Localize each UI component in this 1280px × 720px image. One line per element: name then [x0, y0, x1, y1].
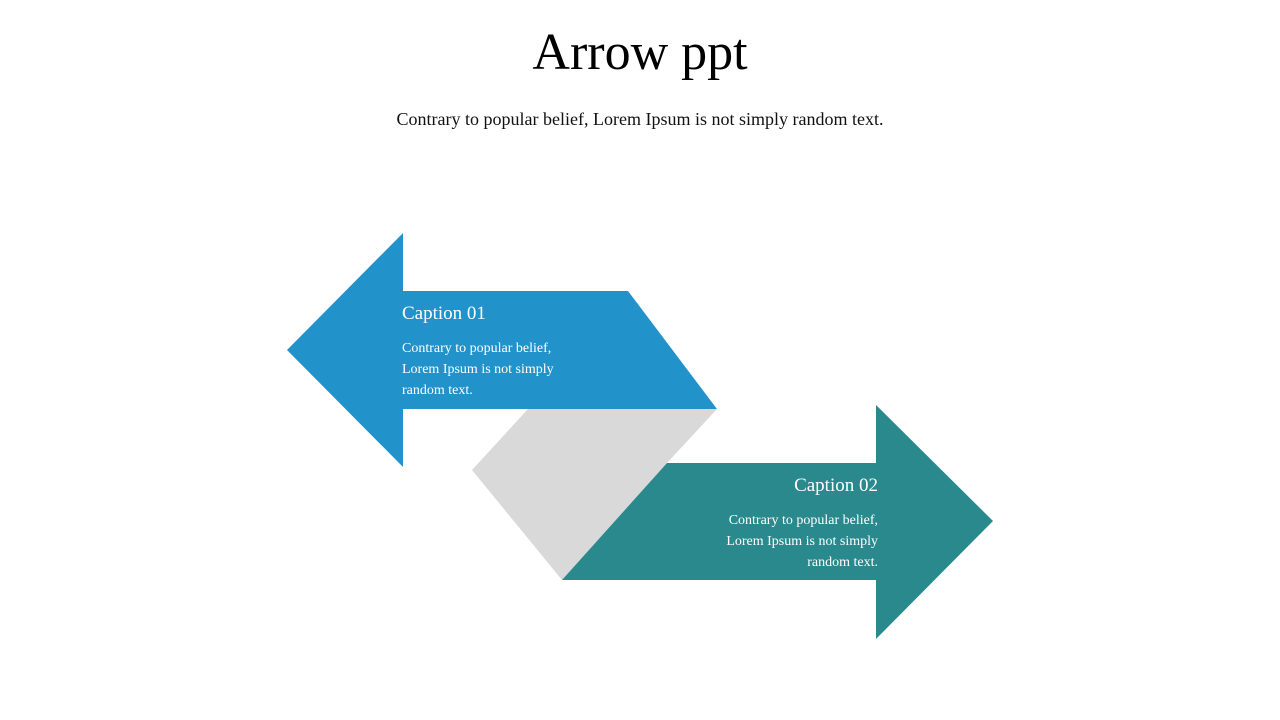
caption-02-body: Contrary to popular belief, Lorem Ipsum … [688, 510, 878, 573]
right-arrow-shape [562, 405, 993, 639]
caption-02-line: Lorem Ipsum is not simply [726, 533, 878, 549]
caption-02-line: random text. [807, 554, 878, 570]
caption-01-line: Lorem Ipsum is not simply [402, 361, 554, 377]
connector-shape [472, 409, 717, 580]
caption-02-block: Caption 02 Contrary to popular belief, L… [688, 475, 878, 573]
caption-02-line: Contrary to popular belief, [728, 512, 878, 528]
caption-01-line: Contrary to popular belief, [402, 340, 552, 356]
slide-subtitle: Contrary to popular belief, Lorem Ipsum … [396, 109, 884, 129]
caption-01-block: Caption 01 Contrary to popular belief, L… [402, 303, 592, 401]
left-arrow-shape [287, 233, 717, 467]
caption-01-body: Contrary to popular belief, Lorem Ipsum … [402, 338, 592, 401]
caption-01-title: Caption 01 [402, 303, 486, 324]
caption-01-line: random text. [402, 382, 473, 398]
caption-02-title: Caption 02 [794, 475, 878, 496]
slide-title: Arrow ppt [532, 24, 748, 81]
